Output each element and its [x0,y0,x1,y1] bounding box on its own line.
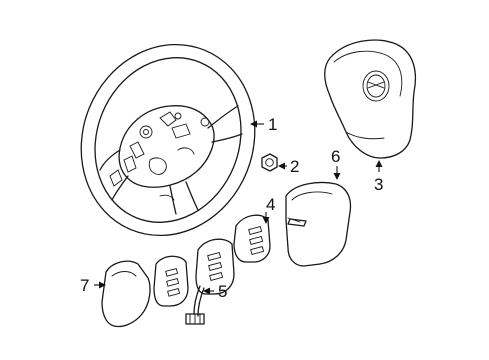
callout-1: 1 [268,115,277,134]
nut-part [261,153,278,172]
callout-3: 3 [374,175,383,194]
callout-2: 2 [290,157,299,176]
lower-cover-part [101,260,151,328]
leader-lines [94,120,383,295]
callout-4: 4 [266,195,275,214]
steering-wheel-part [80,43,256,237]
callout-5: 5 [218,282,227,301]
airbag-module-part [324,39,417,159]
switch-assembly-part [153,238,235,325]
rear-cover-part [285,181,352,267]
switch-bezel-part [233,214,271,263]
callout-7: 7 [80,276,89,295]
callout-6: 6 [331,147,340,166]
